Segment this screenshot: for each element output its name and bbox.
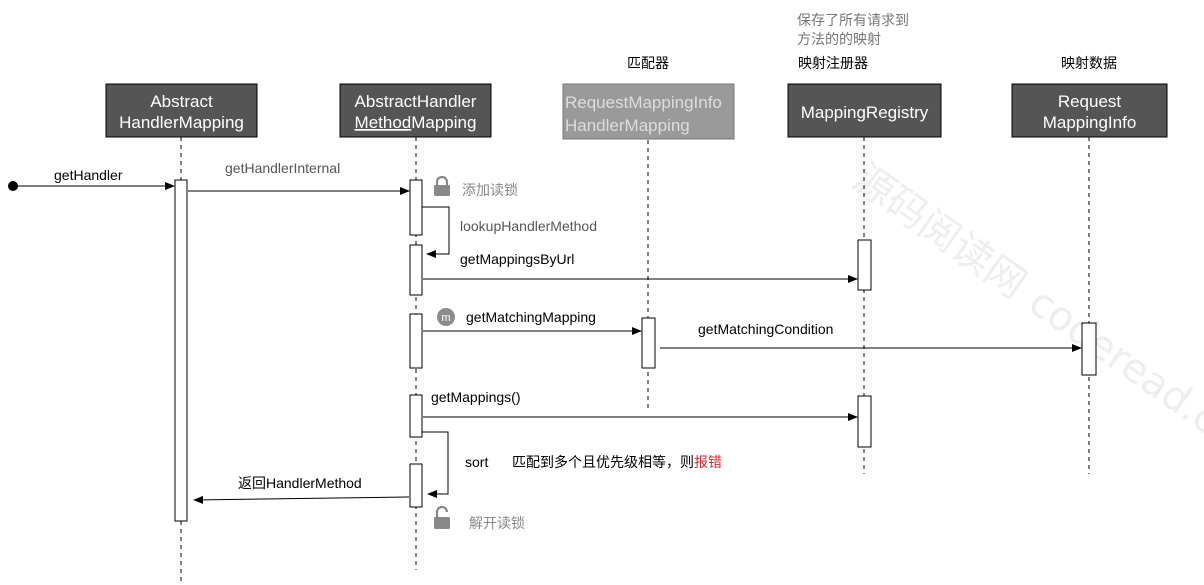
- participant-label: Request: [1058, 92, 1122, 111]
- registry-note: 方法的的映射: [797, 31, 881, 47]
- participant-label: Abstract: [150, 92, 213, 111]
- participant-box: [562, 83, 735, 140]
- activation-bar-matching: [409, 313, 423, 369]
- lifelines: [180, 137, 1090, 583]
- participant-note: 匹配器: [627, 55, 669, 71]
- method-badge-icon: [437, 308, 455, 326]
- lock-icon: [434, 175, 450, 196]
- participant-label: MethodMapping: [355, 113, 477, 132]
- message-label: getHandlerInternal: [225, 160, 340, 176]
- activation-bars: [174, 179, 1097, 522]
- message-label: getMatchingCondition: [698, 321, 833, 337]
- participant-label: RequestMappingInfo: [565, 93, 722, 112]
- message-label: getMatchingMapping: [466, 309, 596, 325]
- watermark: 源码阅读网 coderead.c: [844, 156, 1204, 444]
- activation-bar-mapping-info: [1081, 322, 1097, 376]
- participant-box: [1011, 83, 1168, 138]
- participant-label: MappingInfo: [1043, 113, 1137, 132]
- unlock-icon: [434, 505, 450, 529]
- message-get-matching-mapping: m getMatchingMapping: [423, 308, 642, 335]
- unlock-label: 解开读锁: [469, 515, 525, 531]
- self-call-arrow: [422, 206, 450, 258]
- activation-bar-matcher: [641, 317, 656, 369]
- watermark-cn: 源码阅读网: [844, 156, 1034, 308]
- activation-bar-handler-mapping: [174, 179, 188, 522]
- lock-annotation: 添加读锁: [434, 175, 518, 198]
- registry-note: 保存了所有请求到: [797, 12, 909, 28]
- sort-note-error: 报错: [694, 454, 722, 470]
- participant-box: [105, 83, 258, 138]
- message-get-handler: getHandler: [8, 167, 175, 191]
- sort-note-text: 匹配到多个且优先级相等，则: [512, 454, 694, 470]
- self-call-arrow: [422, 431, 449, 498]
- participant-label: MappingRegistry: [801, 103, 929, 122]
- activation-bar-get-mappings: [409, 394, 423, 438]
- activation-bar-lookup: [409, 244, 423, 296]
- activation-bar-get-handler-internal: [409, 179, 423, 236]
- participant-label: HandlerMapping: [565, 116, 690, 135]
- participant-note: 映射注册器: [798, 55, 868, 71]
- message-label: getMappingsByUrl: [460, 251, 574, 267]
- watermark-en: coderead.c: [1020, 279, 1204, 444]
- participant-label: AbstractHandler: [355, 92, 477, 111]
- message-sort: sort 匹配到多个且优先级相等，则报错: [422, 431, 722, 498]
- participant-note: 映射数据: [1061, 55, 1117, 71]
- message-get-mappings-by-url: getMappingsByUrl: [423, 251, 858, 283]
- message-label: 返回HandlerMethod: [238, 475, 362, 491]
- participant-mapping-registry: 保存了所有请求到 方法的的映射 映射注册器 MappingRegistry: [787, 12, 942, 138]
- message-get-mappings: getMappings(): [423, 389, 858, 421]
- activation-bar-sort: [409, 463, 423, 508]
- message-get-matching-condition: getMatchingCondition: [660, 321, 1082, 352]
- message-lookup-handler-method: lookupHandlerMethod: [422, 206, 597, 258]
- participant-abstract-handler-mapping: Abstract HandlerMapping: [105, 83, 258, 138]
- unlock-annotation: 解开读锁: [434, 505, 525, 531]
- message-return: 返回HandlerMethod: [193, 475, 410, 504]
- sort-note: 匹配到多个且优先级相等，则报错: [512, 454, 722, 470]
- message-label: lookupHandlerMethod: [460, 218, 597, 234]
- participant-box: [787, 83, 942, 138]
- participant-abstract-handler-method-mapping: AbstractHandler MethodMapping: [339, 83, 492, 138]
- activation-bar-registry-url: [857, 239, 872, 291]
- lock-label: 添加读锁: [462, 182, 518, 198]
- return-arrow: [193, 495, 410, 504]
- participant-label: HandlerMapping: [119, 113, 244, 132]
- message-label: getMappings(): [431, 389, 521, 405]
- participant-label-underlined: Method: [355, 113, 412, 132]
- participant-request-mapping-info: 映射数据 Request MappingInfo: [1011, 55, 1168, 138]
- participant-box: [339, 83, 492, 138]
- message-get-handler-internal: getHandlerInternal: [188, 160, 410, 195]
- message-label: getHandler: [54, 167, 123, 183]
- participant-request-mapping-info-handler-mapping: 匹配器 RequestMappingInfo HandlerMapping: [562, 55, 735, 140]
- message-label: sort: [465, 454, 488, 470]
- method-badge-label: m: [441, 312, 450, 324]
- participant-label-rest: Mapping: [411, 113, 476, 132]
- activation-bar-registry-mappings: [857, 395, 872, 448]
